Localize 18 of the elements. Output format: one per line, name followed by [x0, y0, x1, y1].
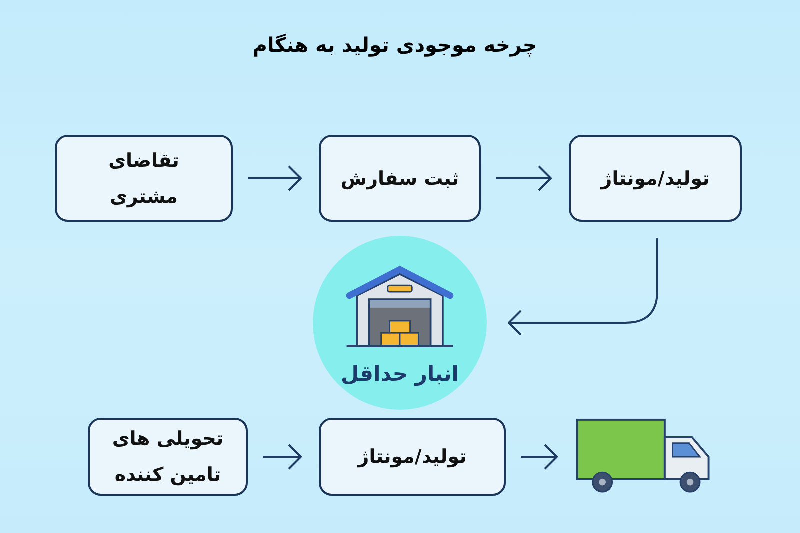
process-box: [55, 135, 233, 222]
arrow: [496, 166, 552, 192]
arrow: [508, 238, 658, 336]
box-label: تقاضای مشتری: [108, 148, 180, 210]
process-box: [88, 418, 248, 496]
arrow: [263, 444, 302, 470]
process-box: [569, 135, 742, 222]
box-label: تولید/مونتاژ: [601, 166, 710, 192]
truck-icon: [575, 418, 712, 494]
box-label: تولید/مونتاژ: [358, 445, 467, 470]
box-label: ثبت سفارش: [340, 166, 460, 192]
title: چرخه موجودی تولید به هنگام: [252, 33, 538, 57]
arrow: [248, 166, 302, 192]
box-label: تحویلی های تامین کننده: [111, 427, 225, 488]
process-box: [319, 135, 481, 222]
arrow: [521, 444, 558, 470]
process-box: [319, 418, 506, 496]
circle-label: انبار حداقل: [341, 362, 459, 386]
